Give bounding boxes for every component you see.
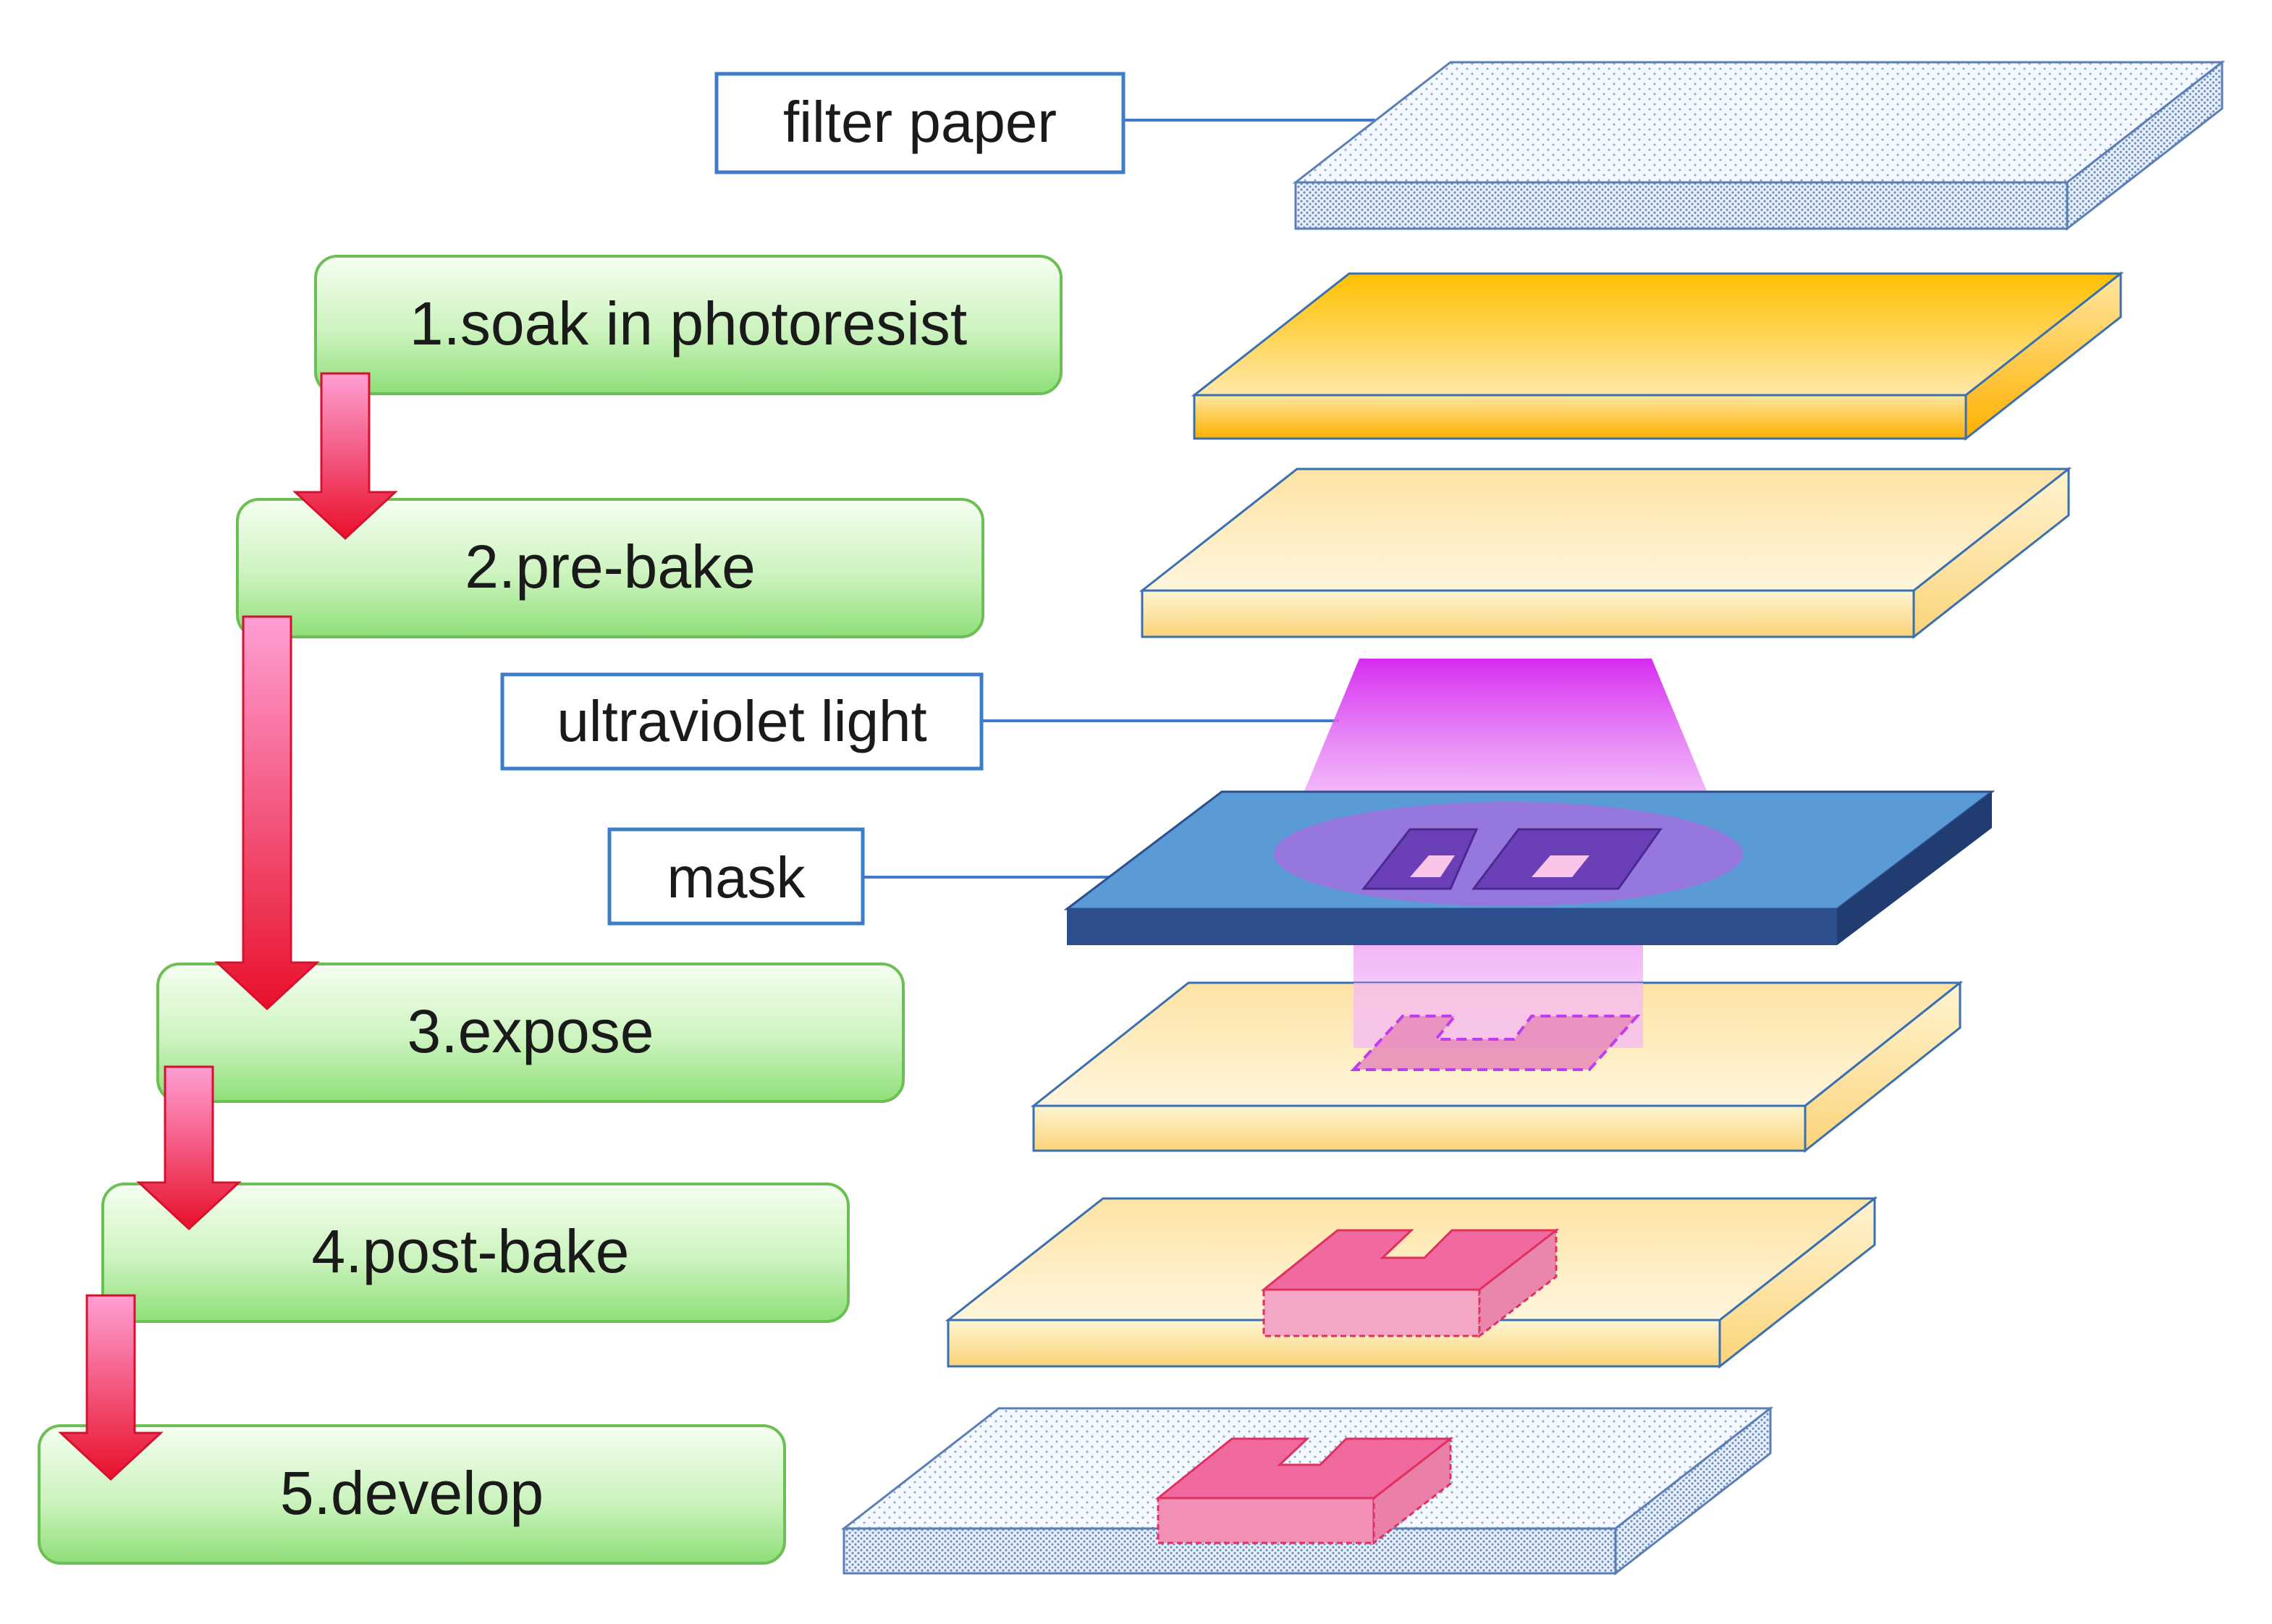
callout-uv-light: ultraviolet light	[500, 672, 1339, 771]
callout-mask: mask	[607, 827, 1115, 926]
layer-exposed	[1030, 980, 1964, 1154]
callout-mask-label: mask	[667, 845, 806, 910]
step-label-2: 2.pre-bake	[465, 533, 756, 601]
step-label-5: 5.develop	[280, 1459, 544, 1527]
mask-pattern	[1361, 828, 1663, 890]
step-label-1: 1.soak in photoresist	[410, 289, 967, 358]
down-arrow-icon	[214, 615, 320, 1011]
step-box-5: 5.develop	[38, 1424, 786, 1565]
layer-mask	[1063, 790, 1996, 945]
layer-filter-paper	[1292, 59, 2226, 232]
layer-soaked-photoresist	[1191, 271, 2124, 441]
exposed-pattern	[1350, 1015, 1641, 1071]
down-arrow-icon	[58, 1294, 164, 1481]
callout-filter-paper: filter paper	[714, 72, 1375, 174]
down-arrow-icon	[292, 372, 398, 541]
step-box-2: 2.pre-bake	[236, 498, 984, 638]
callout-uv-light-label: ultraviolet light	[557, 689, 926, 753]
callout-filter-paper-label: filter paper	[783, 90, 1057, 154]
step-box-4: 4.post-bake	[101, 1183, 850, 1323]
post-bake-pattern	[1260, 1227, 1560, 1339]
step-box-1: 1.soak in photoresist	[314, 255, 1063, 395]
step-box-3: 3.expose	[156, 963, 905, 1103]
step-label-4: 4.post-bake	[312, 1217, 630, 1285]
down-arrow-icon	[136, 1065, 242, 1231]
developed-pattern	[1154, 1436, 1454, 1546]
step-label-3: 3.expose	[407, 997, 654, 1065]
layer-developed	[840, 1405, 1774, 1576]
layer-pre-baked	[1139, 466, 2072, 640]
layer-post-baked	[945, 1196, 1878, 1369]
